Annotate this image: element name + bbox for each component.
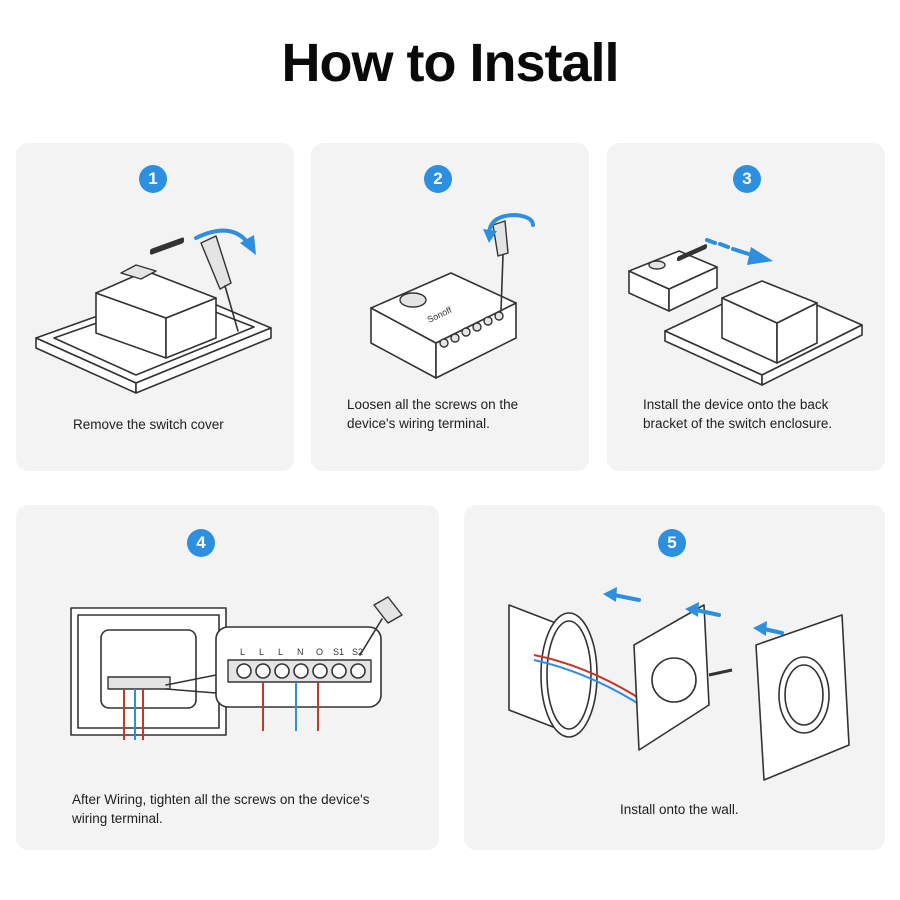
step-4-card: 4 L L L N O S1 S2 [16, 505, 439, 850]
step-2-badge: 2 [424, 165, 452, 193]
step-3-caption: Install the device onto the back bracket… [643, 397, 833, 431]
step-1-caption: Remove the switch cover [73, 417, 224, 432]
terminal-label-3: N [297, 647, 304, 657]
step-3-badge: 3 [733, 165, 761, 193]
step-3-illustration [628, 238, 863, 386]
terminal-screws [439, 311, 504, 348]
step-1-illustration [35, 228, 272, 394]
step-5-card: 5 Install onto the wall. [464, 505, 885, 850]
terminal-label-5: S1 [333, 647, 344, 657]
step-3-card: 3 Install the device onto the back brack… [607, 143, 885, 471]
step-1-badge: 1 [139, 165, 167, 193]
step-2-card: 2 Sonoff Loosen all the screws on the de… [311, 143, 589, 471]
step-2-illustration: Sonoff [370, 213, 535, 379]
step-4-caption: After Wiring, tighten all the screws on … [72, 792, 370, 826]
step-2-caption: Loosen all the screws on the device's wi… [347, 397, 519, 431]
terminal-label-1: L [259, 647, 264, 657]
step-5-illustration [508, 587, 850, 781]
zoomed-terminal-screws [236, 663, 366, 679]
step-1-card: 1 Remove the switch cover [16, 143, 294, 471]
step-5-badge: 5 [658, 529, 686, 557]
step-4-illustration: L L L N O S1 S2 [70, 596, 403, 740]
terminal-label-4: O [316, 647, 323, 657]
page-title: How to Install [281, 33, 620, 93]
step-4-badge: 4 [187, 529, 215, 557]
step-5-caption: Install onto the wall. [620, 802, 739, 817]
terminal-label-0: L [240, 647, 245, 657]
terminal-label-2: L [278, 647, 283, 657]
terminal-label-6: S2 [352, 647, 363, 657]
